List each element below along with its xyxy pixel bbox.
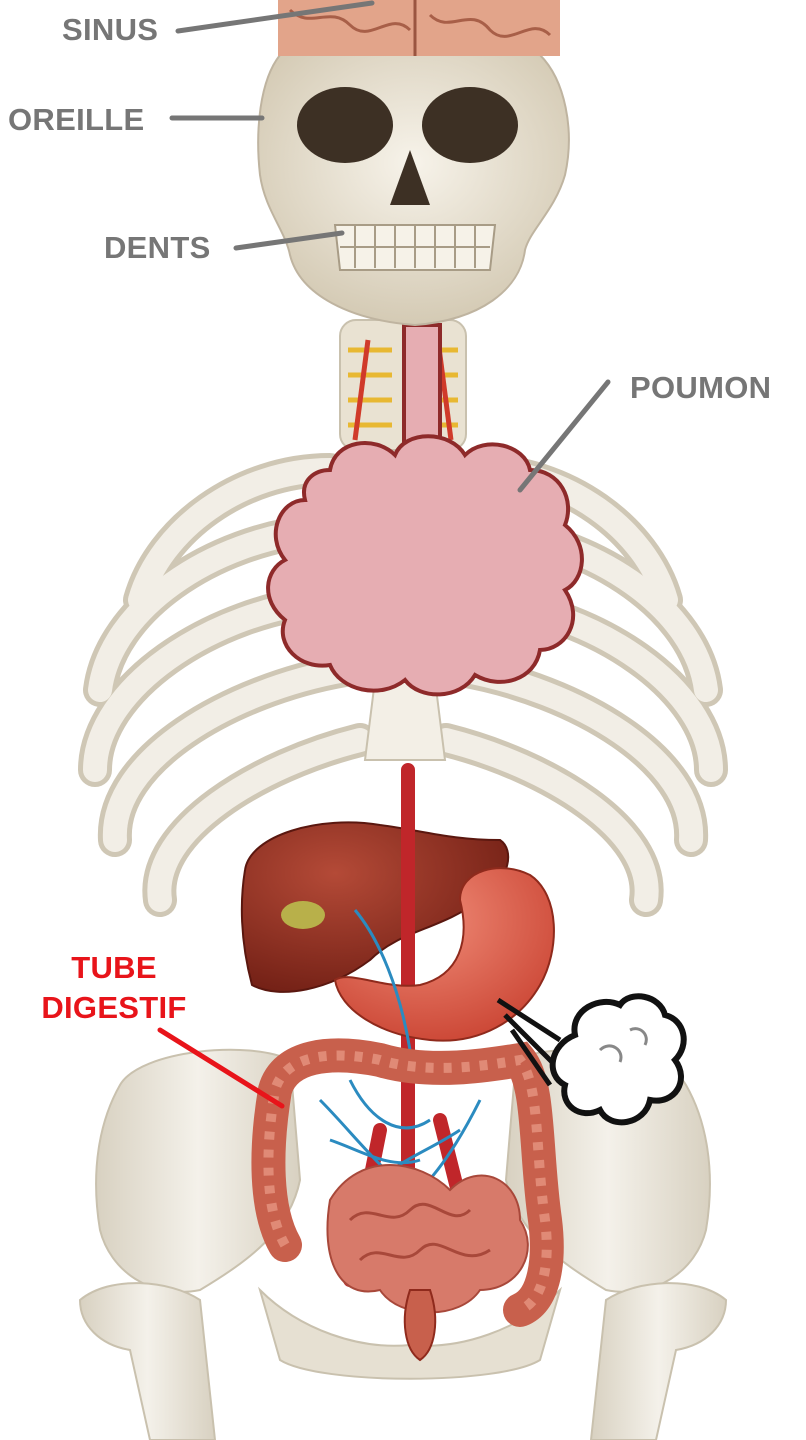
label-oreille: OREILLE xyxy=(8,104,144,135)
label-dents: DENTS xyxy=(104,232,211,263)
label-sinus: SINUS xyxy=(62,14,158,45)
label-poumon: POUMON xyxy=(630,372,771,403)
label-tube-line1: TUBE xyxy=(14,948,214,988)
label-tube-digestif: TUBE DIGESTIF xyxy=(14,948,214,1027)
trachea xyxy=(404,325,440,450)
gallbladder xyxy=(281,901,325,929)
label-tube-line2: DIGESTIF xyxy=(14,988,214,1028)
skull xyxy=(258,55,569,325)
